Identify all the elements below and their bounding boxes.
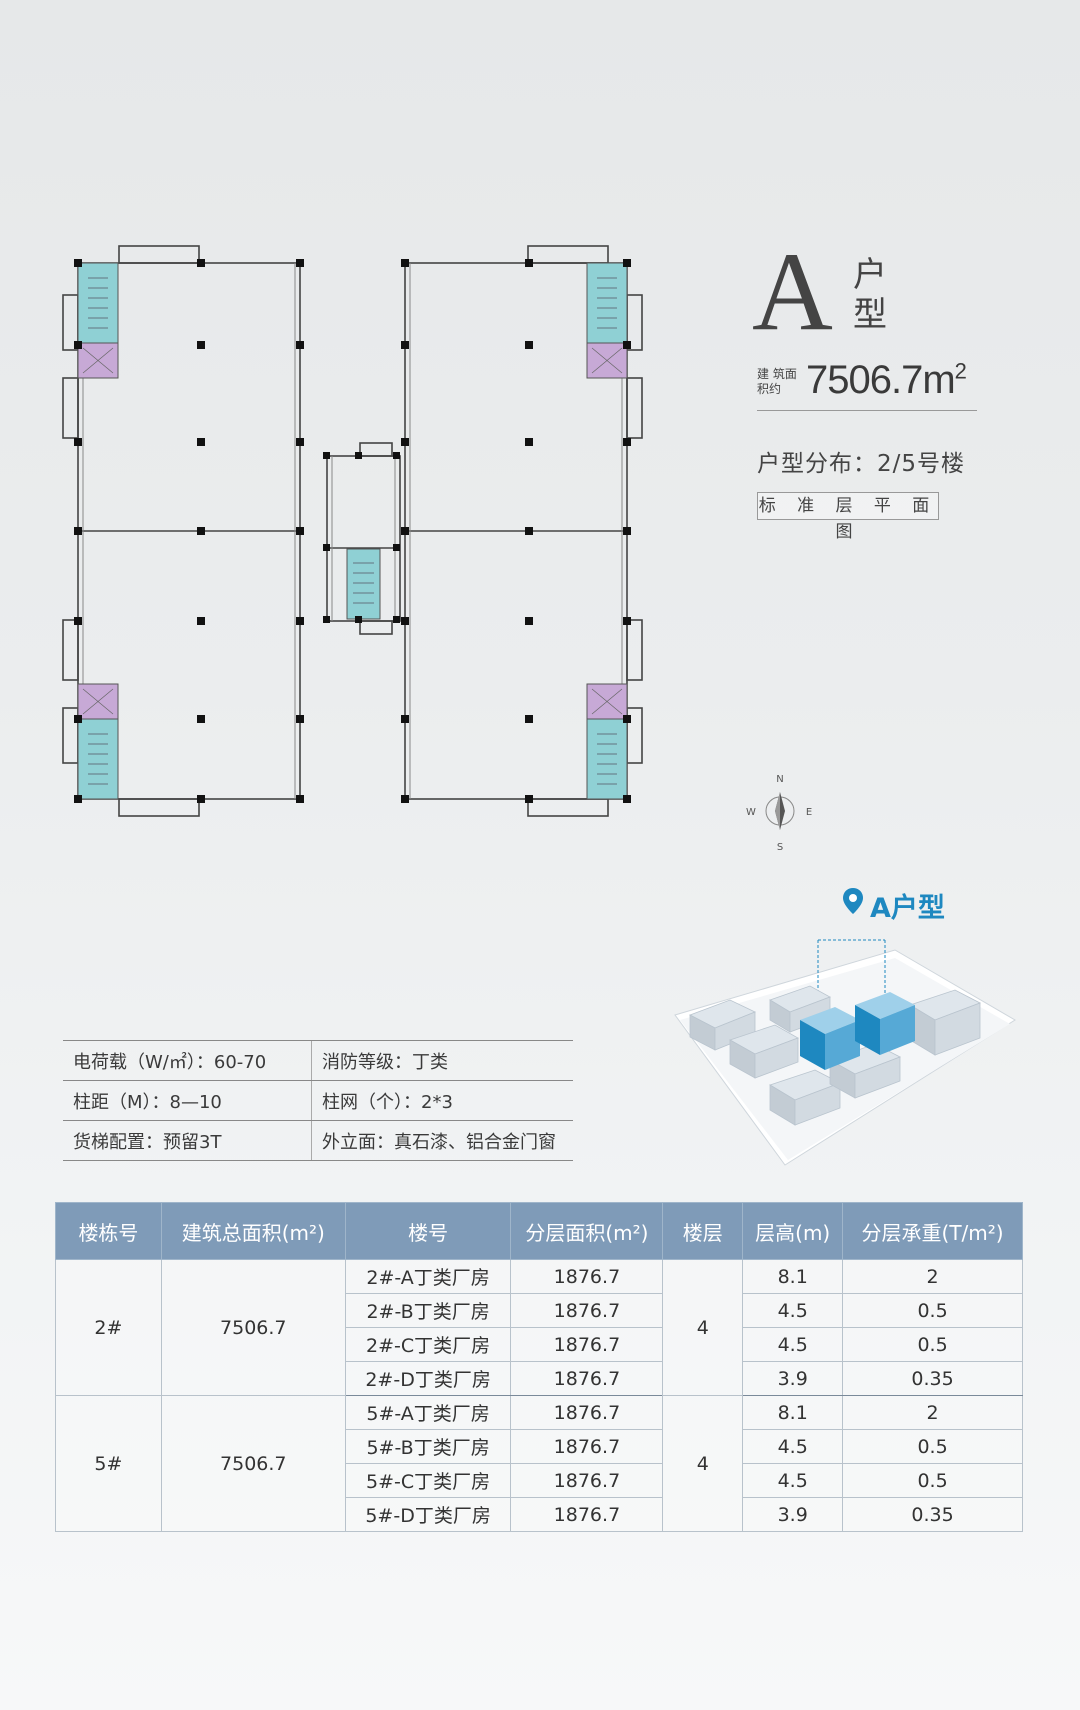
unit-name-cell: 2#-C丁类厂房 [344,1327,512,1362]
floor-area-cell: 1876.7 [510,1327,664,1362]
building-cell: 2# [55,1259,162,1396]
building-cell: 5# [55,1395,162,1532]
unit-name-cell: 5#-D丁类厂房 [344,1497,512,1532]
total-area-cell: 7506.7 [160,1259,346,1396]
height-cell: 3.9 [742,1361,844,1396]
spec-row: 柱距（M）：8—10 柱网（个）：2*3 [63,1080,573,1121]
compass-e: E [806,807,812,818]
location-pin-icon [843,888,863,914]
load-cell: 0.5 [842,1463,1023,1498]
unit-distribution: 户型分布：2/5号楼 [757,451,966,477]
table-row: 2#-C丁类厂房 1876.7 4.5 0.5 [56,1327,1023,1362]
compass-n: N [776,774,783,785]
spec-cell: 柱网（个）：2*3 [311,1080,573,1121]
unit-letter: A [752,230,833,354]
unit-type-label: 户型 [853,255,887,335]
floor-area-cell: 1876.7 [510,1293,664,1328]
spec-table: 电荷载（W/㎡）：60-70 消防等级：丁类 柱距（M）：8—10 柱网（个）：… [63,1040,573,1161]
height-cell: 4.5 [742,1327,844,1362]
spec-cell: 柱距（M）：8—10 [63,1080,312,1121]
load-cell: 0.35 [842,1497,1023,1532]
standard-floor-plan [62,245,643,817]
table-row: 5#-B丁类厂房 1876.7 4.5 0.5 [56,1429,1023,1464]
title-divider [757,410,977,411]
load-cell: 2 [842,1395,1023,1430]
unit-name-cell: 5#-B丁类厂房 [344,1429,512,1464]
load-cell: 0.5 [842,1327,1023,1362]
header-height: 层高(m) [742,1202,844,1260]
table-row: 5# 7506.7 5#-A丁类厂房 1876.7 4 8.1 2 [55,1395,1023,1532]
load-cell: 0.5 [842,1293,1023,1328]
unit-name-cell: 2#-B丁类厂房 [344,1293,512,1328]
area-value: 7506.7m2 [806,358,967,403]
unit-name-cell: 2#-A丁类厂房 [344,1259,512,1294]
location-label: A户型 [870,893,945,924]
floor-area-cell: 1876.7 [510,1361,664,1396]
table-header-row: 楼栋号 建筑总面积(m²) 楼号 分层面积(m²) 楼层 层高(m) 分层承重(… [55,1202,1023,1260]
spec-cell: 外立面：真石漆、铝合金门窗 [311,1120,573,1161]
area-unit: m [922,358,955,402]
header-floors: 楼层 [662,1202,744,1260]
floors-cell: 4 [662,1395,744,1532]
unit-name-cell: 5#-A丁类厂房 [344,1395,512,1430]
unit-name-cell: 2#-D丁类厂房 [344,1361,512,1396]
load-cell: 0.35 [842,1361,1023,1396]
load-cell: 0.5 [842,1429,1023,1464]
structural-columns [74,259,631,803]
header-floor-area: 分层面积(m²) [510,1202,664,1260]
height-cell: 4.5 [742,1293,844,1328]
height-cell: 8.1 [742,1259,844,1294]
area-number: 7506.7 [806,358,923,402]
site-massing-model [674,939,1016,1166]
spec-row: 电荷载（W/㎡）：60-70 消防等级：丁类 [63,1040,573,1081]
spec-cell: 电荷载（W/㎡）：60-70 [63,1040,312,1081]
header-total-area: 建筑总面积(m²) [160,1202,346,1260]
header-unit-name: 楼号 [344,1202,512,1260]
header-building: 楼栋号 [55,1202,162,1260]
table-row: 5#-D丁类厂房 1876.7 3.9 0.35 [56,1497,1023,1532]
table-row: 2#-B丁类厂房 1876.7 4.5 0.5 [56,1293,1023,1328]
total-area-cell: 7506.7 [160,1395,346,1532]
compass-icon: N S W E [746,774,812,852]
floors-cell: 4 [662,1259,744,1396]
area-label: 建 筑面积约 [757,367,797,396]
header-load: 分层承重(T/m²) [842,1202,1023,1260]
height-cell: 4.5 [742,1429,844,1464]
unit-name-cell: 5#-C丁类厂房 [344,1463,512,1498]
table-row: 2#-D丁类厂房 1876.7 3.9 0.35 [56,1361,1023,1396]
area-unit-sup: 2 [954,358,967,384]
building-data-table: 楼栋号 建筑总面积(m²) 楼号 分层面积(m²) 楼层 层高(m) 分层承重(… [55,1202,1023,1532]
compass-w: W [746,807,756,818]
floor-area-cell: 1876.7 [510,1259,664,1294]
plan-name-tag: 标 准 层 平 面 图 [757,492,939,542]
height-cell: 8.1 [742,1395,844,1430]
stair-cores [77,262,628,800]
highlighted-buildings [800,992,915,1070]
height-cell: 3.9 [742,1497,844,1532]
floor-area-cell: 1876.7 [510,1463,664,1498]
table-row: 5#-C丁类厂房 1876.7 4.5 0.5 [56,1463,1023,1498]
spec-cell: 消防等级：丁类 [311,1040,573,1081]
floor-area-cell: 1876.7 [510,1497,664,1532]
floor-area-cell: 1876.7 [510,1395,664,1430]
floor-area-cell: 1876.7 [510,1429,664,1464]
spec-cell: 货梯配置：预留3T [63,1120,312,1161]
load-cell: 2 [842,1259,1023,1294]
height-cell: 4.5 [742,1463,844,1498]
table-row: 2# 7506.7 2#-A丁类厂房 1876.7 4 8.1 2 [55,1259,1023,1396]
spec-row: 货梯配置：预留3T 外立面：真石漆、铝合金门窗 [63,1120,573,1161]
compass-s: S [777,842,783,852]
